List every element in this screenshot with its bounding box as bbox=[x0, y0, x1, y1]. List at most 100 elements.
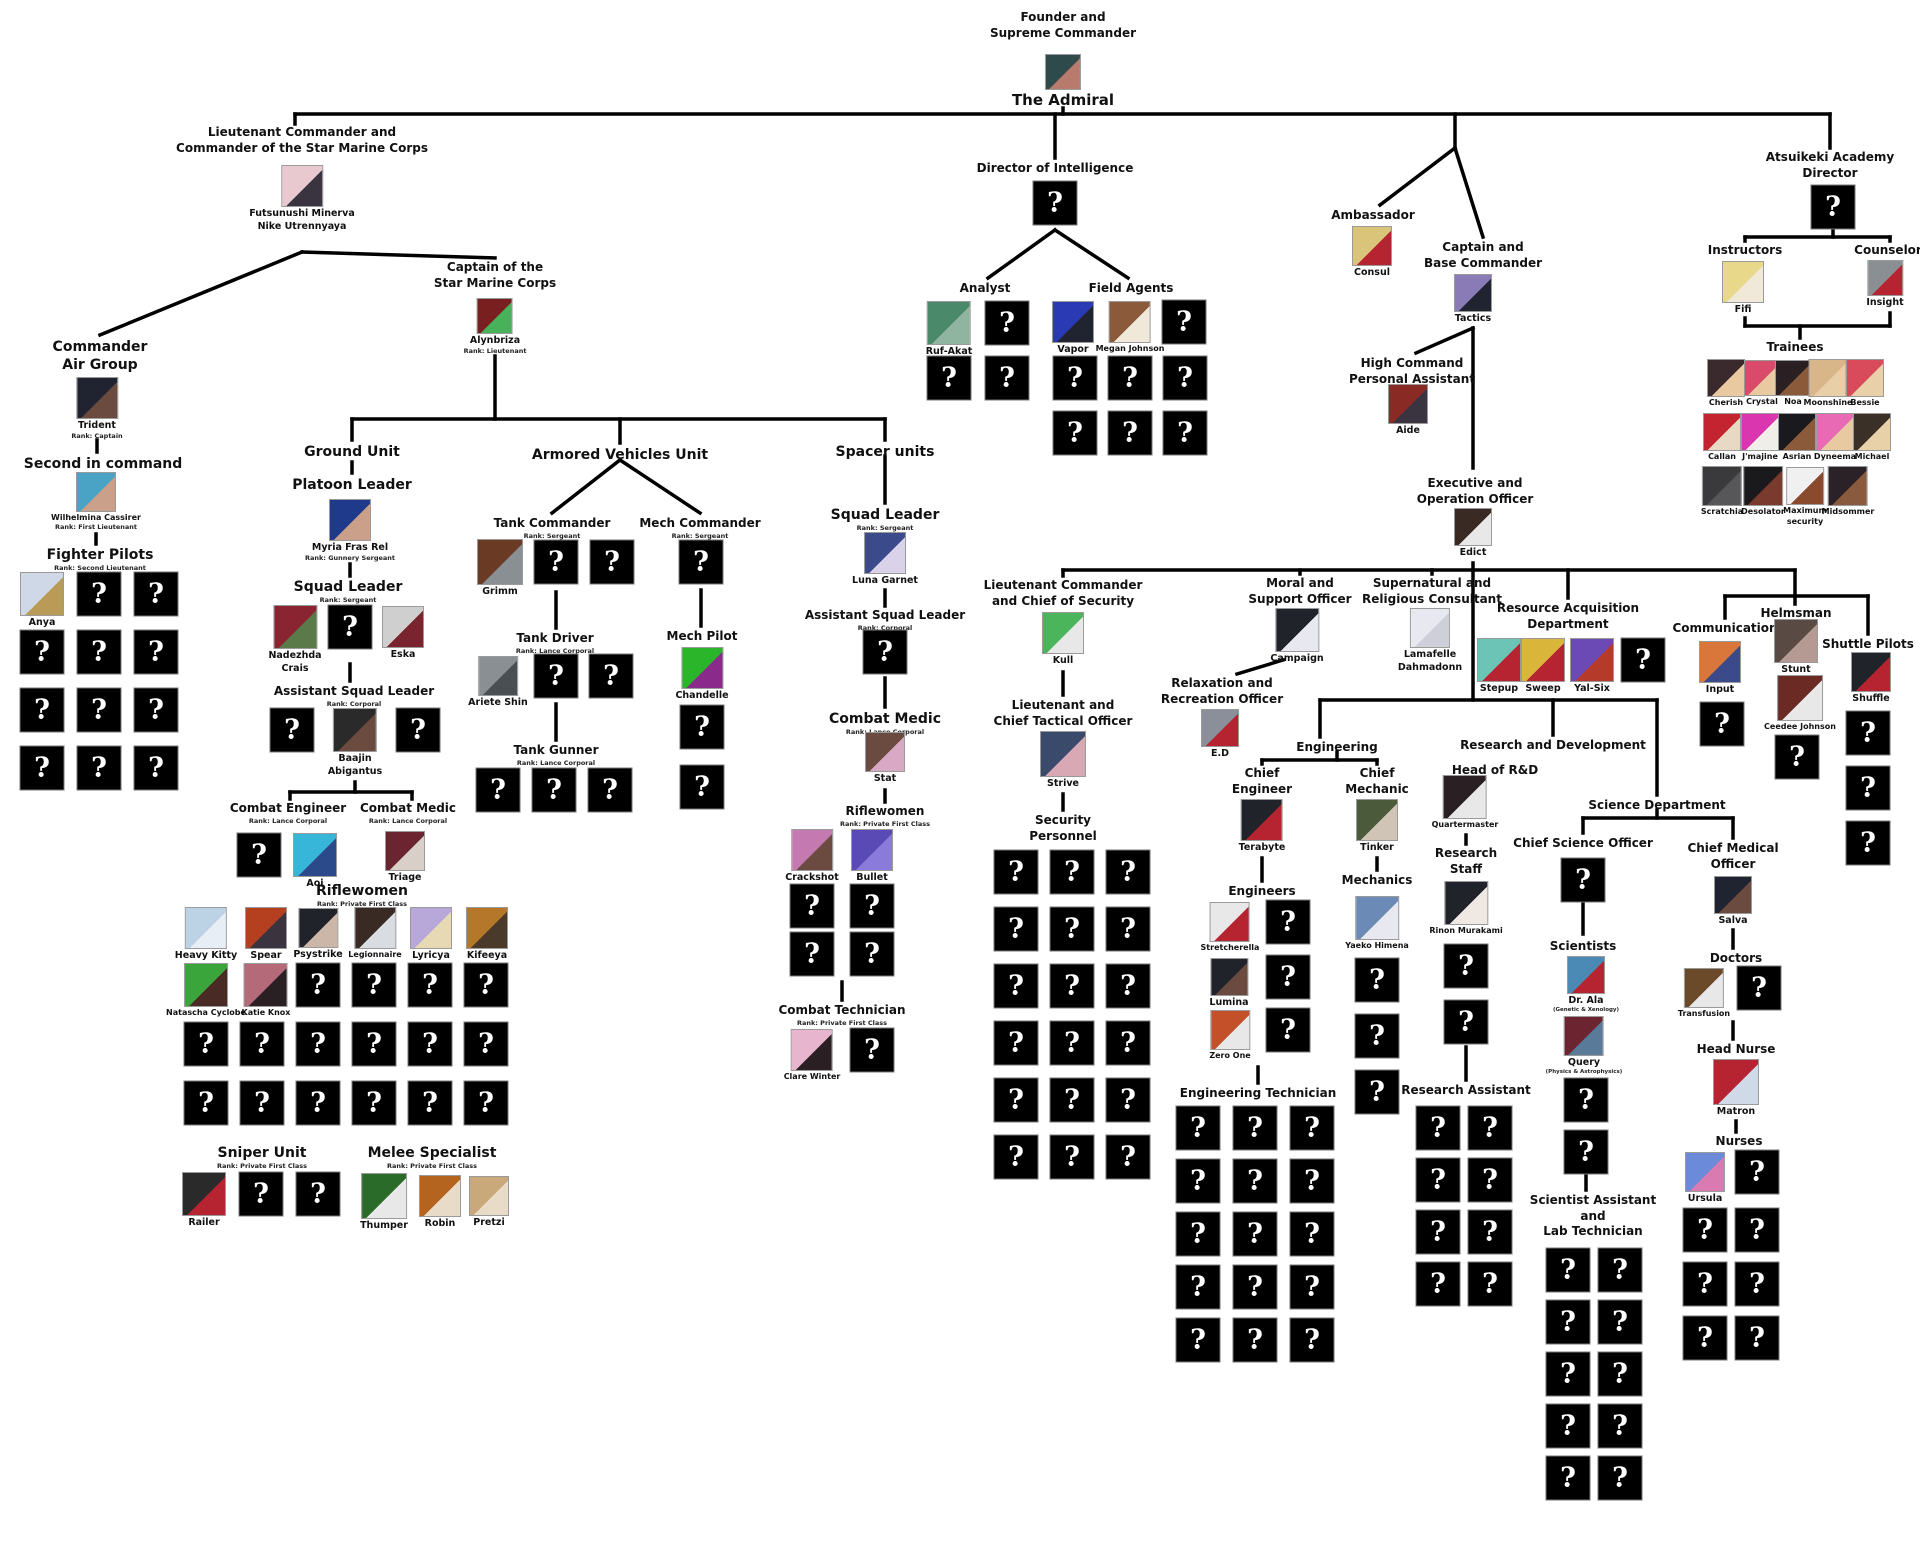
person-midsommer: Midsommer bbox=[1822, 466, 1874, 517]
person-stretcherella: Stretcherella bbox=[1201, 902, 1259, 953]
person-crackshot: Crackshot bbox=[785, 829, 839, 884]
unknown-member: ? bbox=[407, 1021, 453, 1067]
portrait bbox=[478, 656, 518, 696]
person-name: Ursula bbox=[1687, 1193, 1723, 1204]
portrait bbox=[1210, 902, 1250, 942]
person-name: Moonshine bbox=[1803, 398, 1853, 407]
unknown-member: ? bbox=[1354, 1013, 1400, 1059]
unknown-member: ? bbox=[236, 832, 282, 878]
person-matron: Matron bbox=[1713, 1059, 1759, 1118]
label-text: Engineering Technician bbox=[1179, 1086, 1337, 1100]
unknown-member: ? bbox=[1560, 857, 1606, 903]
label-trainees: Trainees bbox=[1767, 340, 1824, 356]
rank-text: Rank: Gunnery Sergeant bbox=[304, 553, 396, 562]
unknown-member: ? bbox=[862, 629, 908, 675]
unknown-member: ? bbox=[1107, 355, 1153, 401]
person-stat: Stat bbox=[865, 732, 905, 785]
portrait bbox=[477, 298, 513, 334]
portrait bbox=[1388, 384, 1428, 424]
person-name: Aide bbox=[1396, 425, 1420, 436]
person-name: Lamafelle bbox=[1403, 649, 1457, 660]
unknown-member: ? bbox=[1175, 1211, 1221, 1257]
person-asrian: Asrian bbox=[1778, 413, 1816, 462]
portrait bbox=[1827, 466, 1868, 506]
label-text: Head Nurse bbox=[1696, 1042, 1776, 1056]
person-name: Matron bbox=[1716, 1106, 1756, 1117]
label-text: Atsuikeki Academy bbox=[1765, 150, 1895, 164]
unknown-member: ? bbox=[463, 962, 509, 1008]
unknown-member: ? bbox=[76, 629, 122, 675]
person-grimm: Grimm bbox=[477, 539, 523, 598]
rank-text: Rank: Corporal bbox=[857, 623, 913, 632]
unknown-member: ? bbox=[679, 704, 725, 750]
unknown-member: ? bbox=[1105, 963, 1151, 1009]
unknown-member: ? bbox=[133, 571, 179, 617]
unknown-member: ? bbox=[183, 1080, 229, 1126]
unknown-member: ? bbox=[1545, 1403, 1591, 1449]
portrait bbox=[1042, 612, 1084, 654]
unknown-member: ? bbox=[1232, 1317, 1278, 1363]
person-name: Legionnaire bbox=[348, 950, 402, 959]
label-text: Star Marine Corps bbox=[433, 275, 557, 290]
unknown-member: ? bbox=[1289, 1317, 1335, 1363]
label-spacer-units: Spacer units bbox=[836, 443, 935, 461]
unknown-member: ? bbox=[993, 849, 1039, 895]
person-name: Heavy Kitty bbox=[174, 950, 238, 961]
unknown-member: ? bbox=[295, 962, 341, 1008]
person-lyricya: Lyricya bbox=[410, 907, 452, 962]
portrait bbox=[244, 963, 288, 1007]
label-counselor: Counselor bbox=[1854, 243, 1920, 259]
portrait bbox=[1563, 1016, 1604, 1056]
unknown-member: ? bbox=[1161, 299, 1207, 345]
label-text: Personnel bbox=[1029, 828, 1097, 843]
person-name: Aoi bbox=[306, 878, 324, 889]
unknown-member: ? bbox=[1734, 1315, 1780, 1361]
portrait bbox=[1275, 608, 1319, 652]
person-salva: Salva bbox=[1714, 876, 1752, 927]
portrait bbox=[382, 606, 424, 648]
person-name: Quartermaster bbox=[1431, 820, 1499, 829]
unknown-member: ? bbox=[1467, 1105, 1513, 1151]
label-text: Captain of the bbox=[446, 260, 544, 274]
unknown-member: ? bbox=[351, 1080, 397, 1126]
label-text: Instructors bbox=[1707, 243, 1783, 257]
unknown-member: ? bbox=[1734, 1207, 1780, 1253]
person-name-line2: security bbox=[1786, 517, 1824, 526]
portrait bbox=[1570, 638, 1614, 682]
person-name: Clare Winter bbox=[783, 1072, 841, 1081]
person-input: Input bbox=[1699, 641, 1741, 696]
portrait bbox=[20, 572, 64, 616]
label-text: Personal Assistant bbox=[1348, 371, 1476, 386]
unknown-member: ? bbox=[1049, 849, 1095, 895]
label-text: Helmsman bbox=[1760, 606, 1832, 620]
unknown-member: ? bbox=[679, 764, 725, 810]
unknown-member: ? bbox=[1232, 1211, 1278, 1257]
label-text: Operation Officer bbox=[1416, 491, 1534, 506]
label-research-and-development: Research and Development bbox=[1460, 738, 1646, 754]
label-text: Scientists bbox=[1549, 939, 1617, 953]
person-name: Bullet bbox=[856, 872, 888, 883]
person-aide: Aide bbox=[1388, 384, 1428, 437]
person-lumina: Lumina bbox=[1209, 958, 1249, 1009]
label-text: Engineer bbox=[1231, 781, 1293, 796]
unknown-member: ? bbox=[1620, 637, 1666, 683]
unknown-member: ? bbox=[19, 629, 65, 675]
label-text: High Command bbox=[1360, 356, 1464, 370]
label-text: Engineers bbox=[1228, 884, 1296, 898]
portrait bbox=[926, 301, 971, 345]
unknown-member: ? bbox=[926, 355, 972, 401]
label-director-of-intelligence: Director of Intelligence bbox=[977, 161, 1134, 177]
person-name: Thumper bbox=[360, 1220, 408, 1231]
portrait bbox=[245, 907, 287, 949]
unknown-member: ? bbox=[993, 906, 1039, 952]
portrait bbox=[1815, 413, 1854, 451]
rank-text: Rank: Lance Corporal bbox=[248, 816, 328, 825]
